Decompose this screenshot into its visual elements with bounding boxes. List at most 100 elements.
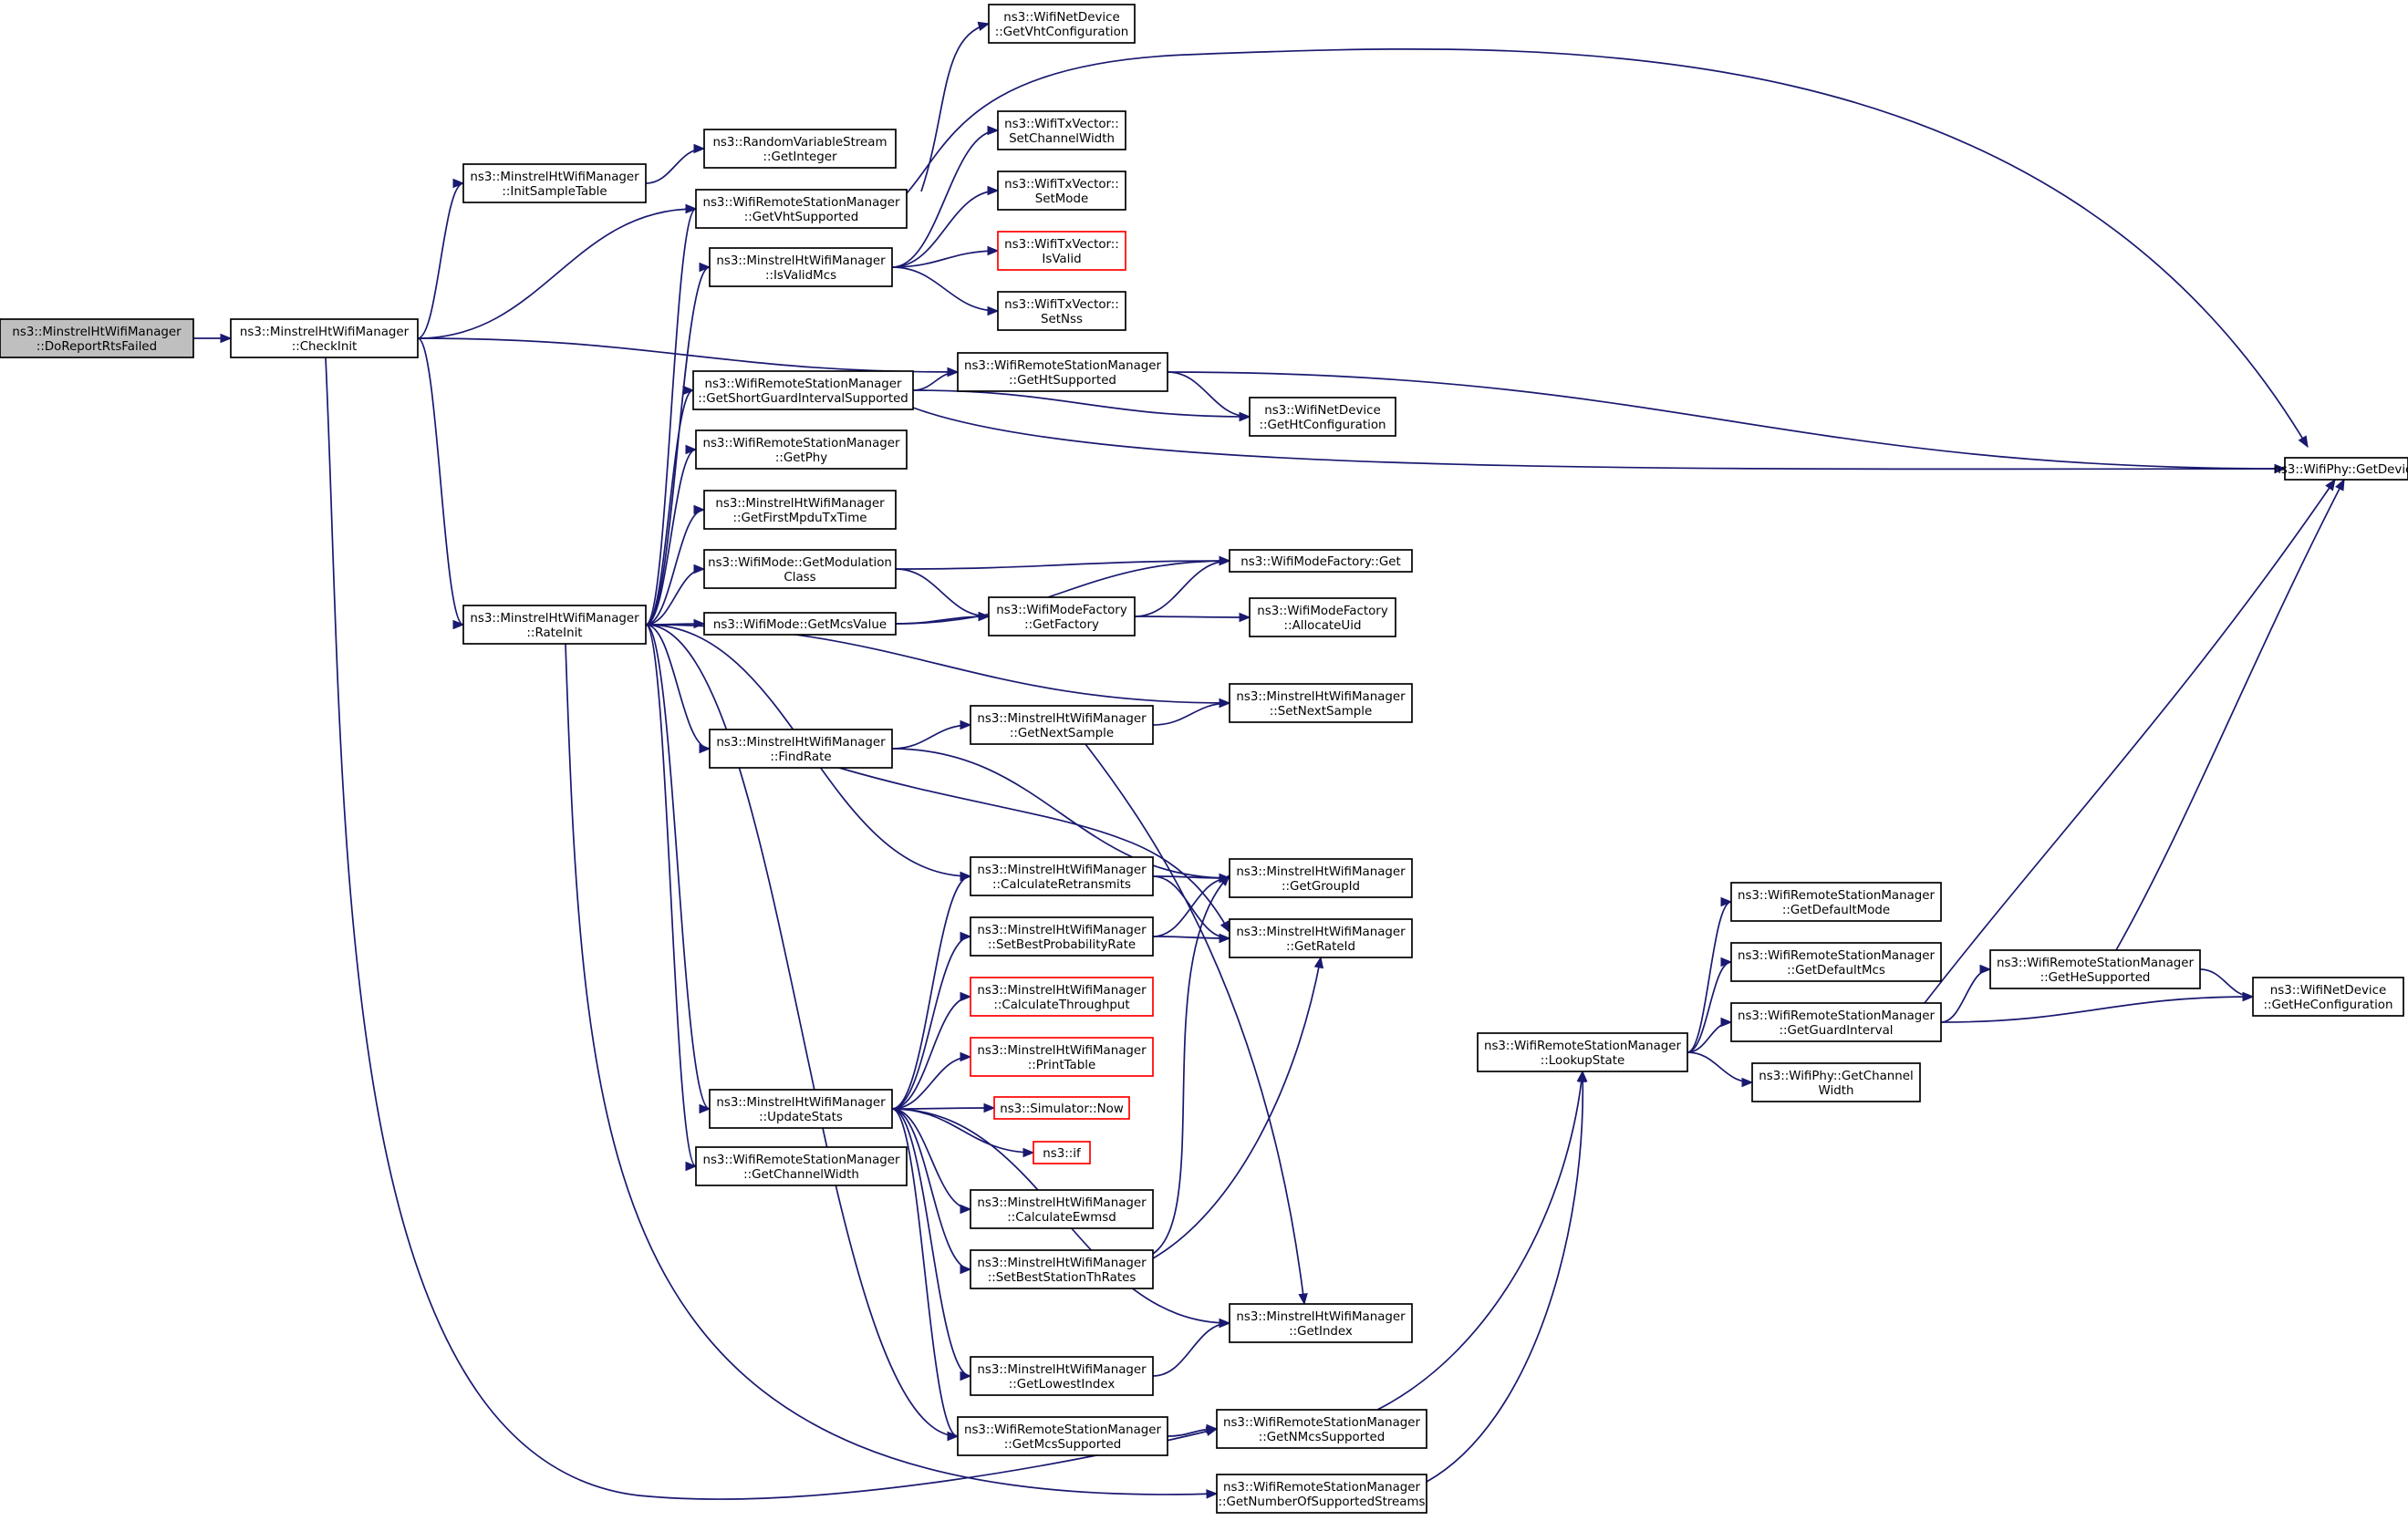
- node-box: [2284, 457, 2408, 481]
- edge-rateinit-to-updatestats: [645, 624, 711, 1114]
- node-nsif[interactable]: ns3::if: [1033, 1141, 1091, 1164]
- node-getnextsample[interactable]: ns3::MinstrelHtWifiManager::GetNextSampl…: [970, 705, 1154, 745]
- edge-line: [891, 996, 971, 1110]
- node-setbestthr[interactable]: ns3::MinstrelHtWifiManager::SetBestStati…: [970, 1249, 1154, 1289]
- edge-rateinit-to-getnss: [565, 643, 1219, 1499]
- node-findrate[interactable]: ns3::MinstrelHtWifiManager::FindRate: [709, 729, 893, 769]
- edge-arrowhead: [699, 743, 711, 754]
- node-calcewmsd[interactable]: ns3::MinstrelHtWifiManager::CalculateEwm…: [970, 1189, 1154, 1229]
- edge-line: [1940, 996, 2254, 1023]
- node-label-line: ::SetBestProbabilityRate: [988, 938, 1136, 952]
- node-label-line: ns3::MinstrelHtWifiManager: [1236, 865, 1406, 879]
- node-getfactory[interactable]: ns3::WifiModeFactory::GetFactory: [988, 596, 1136, 636]
- node-label-line: ns3::MinstrelHtWifiManager: [977, 712, 1147, 726]
- node-calcretrans[interactable]: ns3::MinstrelHtWifiManager::CalculateRet…: [970, 856, 1154, 896]
- node-label-line: ns3::WifiModeFactory: [996, 604, 1127, 617]
- node-root[interactable]: ns3::MinstrelHtWifiManager::DoReportRtsF…: [0, 318, 194, 358]
- node-setmode[interactable]: ns3::WifiTxVector::SetMode: [997, 171, 1126, 211]
- node-getnss[interactable]: ns3::WifiRemoteStationManager::GetNumber…: [1216, 1474, 1427, 1514]
- edge-line: [891, 250, 999, 268]
- node-getsgi[interactable]: ns3::WifiRemoteStationManager::GetShortG…: [692, 370, 914, 410]
- node-setnextsample[interactable]: ns3::MinstrelHtWifiManager::SetNextSampl…: [1229, 683, 1413, 723]
- node-updatestats[interactable]: ns3::MinstrelHtWifiManager::UpdateStats: [709, 1089, 893, 1129]
- node-getchanwidth[interactable]: ns3::WifiRemoteStationManager::GetChanne…: [695, 1146, 908, 1186]
- node-getmcsvalue[interactable]: ns3::WifiMode::GetMcsValue: [703, 612, 897, 636]
- node-phygetchanwidth[interactable]: ns3::WifiPhy::GetChannelWidth: [1751, 1062, 1921, 1102]
- edge-line: [906, 48, 2309, 448]
- edge-line: [645, 509, 705, 626]
- node-setchanwidth[interactable]: ns3::WifiTxVector::SetChannelWidth: [997, 110, 1126, 150]
- node-printtable[interactable]: ns3::MinstrelHtWifiManager::PrintTable: [970, 1037, 1154, 1077]
- node-getrateid[interactable]: ns3::MinstrelHtWifiManager::GetRateId: [1229, 918, 1413, 958]
- edge-arrowhead: [1220, 920, 1230, 934]
- edge-line: [1924, 479, 2336, 1004]
- node-getvhtconf[interactable]: ns3::WifiNetDevice::GetVhtConfiguration: [988, 4, 1136, 44]
- node-label-line: ns3::WifiNetDevice: [1003, 11, 1119, 25]
- node-getguard[interactable]: ns3::WifiRemoteStationManager::GetGuardI…: [1730, 1002, 1942, 1042]
- node-isvalidmcs[interactable]: ns3::MinstrelHtWifiManager::IsValidMcs: [709, 247, 893, 287]
- edge-line: [1152, 702, 1230, 726]
- node-rateinit[interactable]: ns3::MinstrelHtWifiManager::RateInit: [462, 605, 647, 645]
- edge-setbestthr-to-getgroupid: [1152, 874, 1230, 1255]
- node-getvhtsup[interactable]: ns3::WifiRemoteStationManager::GetVhtSup…: [695, 189, 908, 229]
- node-getmcssup[interactable]: ns3::WifiRemoteStationManager::GetMcsSup…: [957, 1416, 1168, 1456]
- edge-line: [891, 724, 971, 750]
- node-label-line: ns3::Simulator::Now: [1000, 1102, 1124, 1116]
- node-getphy[interactable]: ns3::WifiRemoteStationManager::GetPhy: [695, 429, 908, 470]
- node-label-line: ::GetHeSupported: [2040, 971, 2151, 985]
- edge-line: [891, 1108, 971, 1377]
- edge-isvalidmcs-to-setnss: [891, 266, 1000, 316]
- node-label-line: ns3::WifiRemoteStationManager: [702, 437, 900, 450]
- edge-arrowhead: [1720, 896, 1733, 907]
- node-label-line: ::RateInit: [526, 626, 582, 640]
- node-getindex[interactable]: ns3::MinstrelHtWifiManager::GetIndex: [1229, 1303, 1413, 1343]
- node-getlowest[interactable]: ns3::MinstrelHtWifiManager::GetLowestInd…: [970, 1356, 1154, 1396]
- node-label-line: ns3::WifiTxVector::: [1004, 178, 1119, 191]
- node-lookupstate[interactable]: ns3::WifiRemoteStationManager::LookupSta…: [1477, 1032, 1688, 1072]
- node-gethtsup[interactable]: ns3::WifiRemoteStationManager::GetHtSupp…: [957, 352, 1168, 392]
- node-gethtconf[interactable]: ns3::WifiNetDevice::GetHtConfiguration: [1249, 397, 1396, 437]
- edge-line: [1940, 968, 1991, 1023]
- node-box: [1477, 1032, 1688, 1072]
- node-allocuid[interactable]: ns3::WifiModeFactory::AllocateUid: [1249, 597, 1396, 637]
- node-box: [1730, 882, 1942, 922]
- node-box: [1249, 397, 1396, 437]
- node-factoryget[interactable]: ns3::WifiModeFactory::Get: [1229, 549, 1413, 573]
- edge-line: [912, 389, 1251, 418]
- node-isvalid[interactable]: ns3::WifiTxVector::IsValid: [997, 231, 1126, 271]
- node-getnmcs[interactable]: ns3::WifiRemoteStationManager::GetNMcsSu…: [1216, 1409, 1427, 1449]
- node-label-line: ::GetShortGuardIntervalSupported: [698, 392, 908, 406]
- edge-line: [838, 767, 1230, 933]
- node-initsample[interactable]: ns3::MinstrelHtWifiManager::InitSampleTa…: [462, 163, 647, 203]
- edge-line: [645, 148, 705, 184]
- node-getgroupid[interactable]: ns3::MinstrelHtWifiManager::GetGroupId: [1229, 858, 1413, 898]
- edge-line: [891, 1108, 959, 1437]
- node-getdefmode[interactable]: ns3::WifiRemoteStationManager::GetDefaul…: [1730, 882, 1942, 922]
- node-checkinit[interactable]: ns3::MinstrelHtWifiManager::CheckInit: [230, 318, 419, 358]
- node-box: [2252, 977, 2404, 1017]
- node-getdevice[interactable]: ns3::WifiPhy::GetDevice: [2273, 457, 2408, 481]
- edge-getnmcs-to-lookupstate: [1376, 1070, 1587, 1411]
- edge-updatestats-to-calcretrans: [891, 871, 972, 1110]
- node-setbestprob[interactable]: ns3::MinstrelHtWifiManager::SetBestProba…: [970, 916, 1154, 957]
- node-getheconf[interactable]: ns3::WifiNetDevice::GetHeConfiguration: [2252, 977, 2404, 1017]
- node-label-line: ns3::WifiModeFactory::Get: [1240, 555, 1400, 569]
- node-box: [1751, 1062, 1921, 1102]
- edge-arrowhead: [1720, 957, 1733, 967]
- node-getdefmcs[interactable]: ns3::WifiRemoteStationManager::GetDefaul…: [1730, 942, 1942, 982]
- edge-line: [891, 936, 971, 1110]
- node-label-line: ::GetMcsSupported: [1004, 1438, 1121, 1452]
- node-getfirstmpdu[interactable]: ns3::MinstrelHtWifiManager::GetFirstMpdu…: [703, 490, 897, 530]
- edge-rateinit-to-getvhtsup: [645, 203, 698, 626]
- node-box: [703, 129, 897, 169]
- node-getinteger[interactable]: ns3::RandomVariableStream::GetInteger: [703, 129, 897, 169]
- node-label-line: ::GetInteger: [763, 150, 837, 164]
- node-gethesup[interactable]: ns3::WifiRemoteStationManager::GetHeSupp…: [1989, 949, 2201, 989]
- node-calcthru[interactable]: ns3::MinstrelHtWifiManager::CalculateThr…: [970, 977, 1154, 1017]
- node-box: [0, 318, 194, 358]
- node-setnss[interactable]: ns3::WifiTxVector::SetNss: [997, 291, 1126, 331]
- edge-arrowhead: [987, 305, 1000, 316]
- node-simnow[interactable]: ns3::Simulator::Now: [993, 1096, 1130, 1120]
- edge-getguard-to-getdevice: [1924, 478, 2336, 1004]
